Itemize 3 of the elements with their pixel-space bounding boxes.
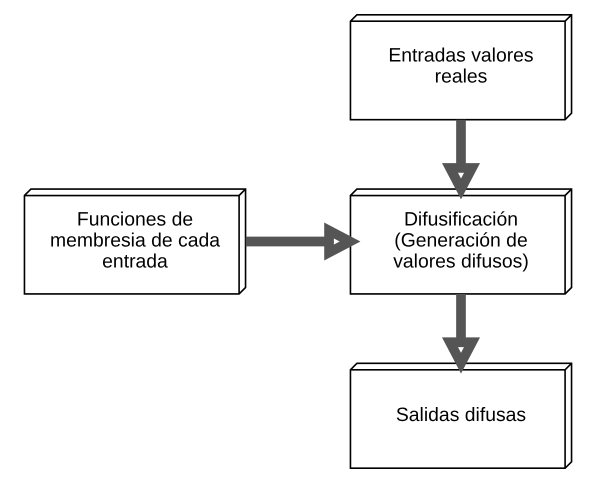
arrow — [441, 294, 480, 374]
arrow — [441, 120, 480, 200]
arrow — [245, 222, 360, 261]
